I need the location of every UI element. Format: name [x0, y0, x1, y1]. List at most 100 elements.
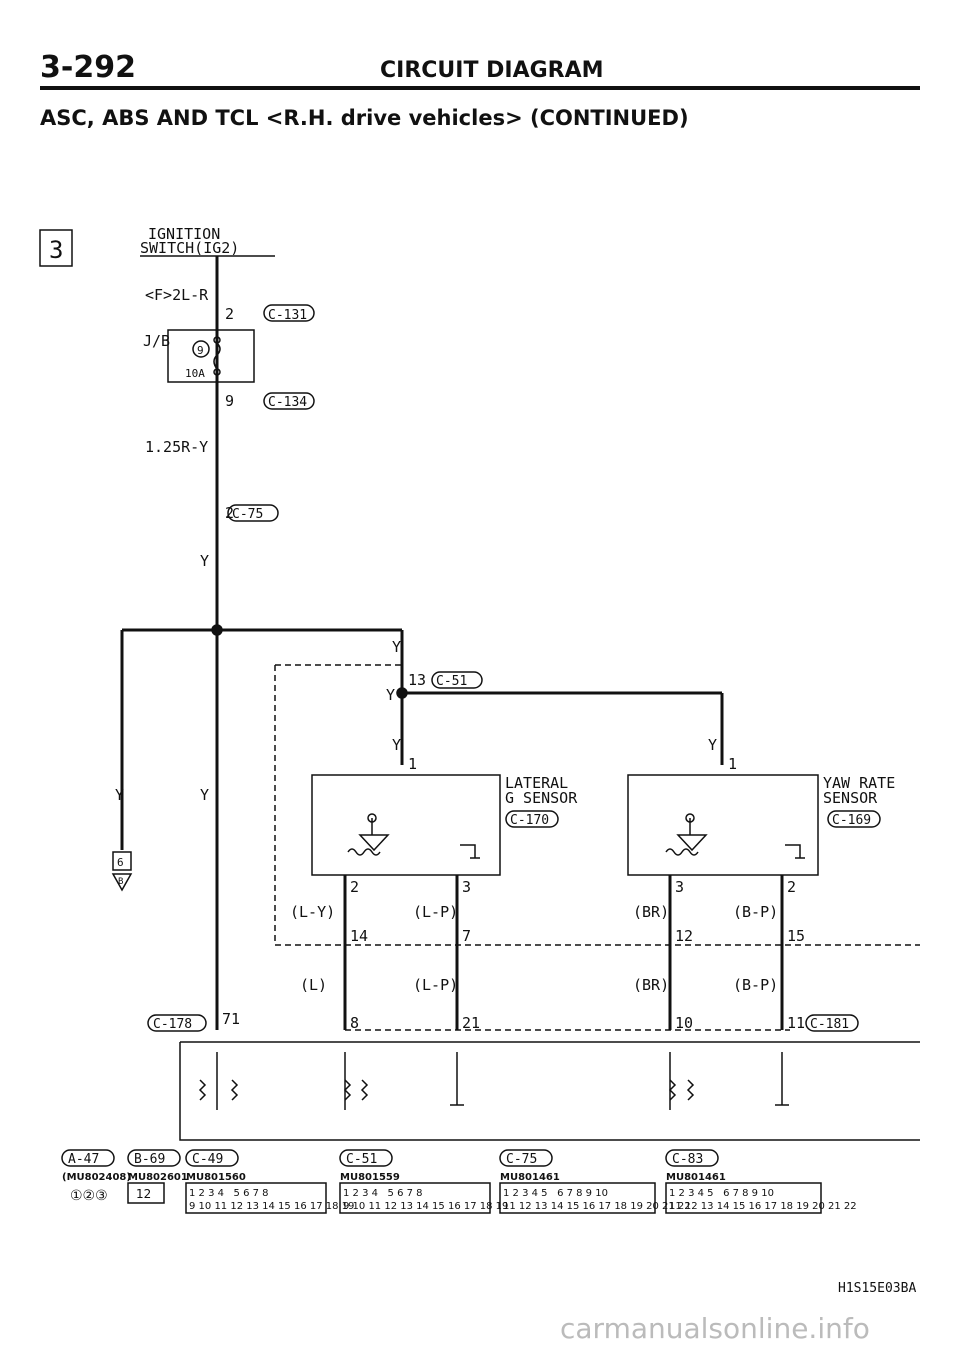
- pin-10: 10: [675, 1014, 693, 1032]
- lateral-g-sensor-box: [311, 774, 501, 876]
- connector-b69: B-69: [134, 1152, 165, 1167]
- wire-lp-upper: (L-P): [413, 903, 458, 921]
- lateral-label-2: G SENSOR: [505, 789, 578, 807]
- c49-row2: 9 10 11 12 13 14 15 16 17 18 19: [189, 1201, 354, 1212]
- fuse-circle: [192, 340, 210, 358]
- section-box-label: 3: [49, 236, 63, 264]
- pin-12: 12: [675, 927, 693, 945]
- connector-c170: C-170: [510, 813, 549, 828]
- figure-code: H1S15E03BA: [838, 1281, 917, 1296]
- side-connector-6: [112, 851, 132, 871]
- pin-71: 71: [222, 1010, 240, 1028]
- wire-y-lateral: Y: [392, 736, 401, 754]
- wire-y-main: Y: [200, 552, 209, 570]
- c51-row2: 9 10 11 12 13 14 15 16 17 18 19: [343, 1201, 508, 1212]
- connector-c181: C-181: [810, 1017, 849, 1032]
- diagram-subtitle: ASC, ABS AND TCL <R.H. drive vehicles> (…: [40, 106, 689, 130]
- c51-pin-grid: [339, 1182, 491, 1214]
- wire-y-upper: Y: [392, 638, 401, 656]
- pin-21: 21: [462, 1014, 480, 1032]
- connector-c169: C-169: [832, 813, 871, 828]
- jb-label: J/B: [143, 332, 170, 350]
- page-number: 3-292: [40, 50, 136, 85]
- part-number-c83: MU801461: [666, 1172, 726, 1183]
- pin-11: 11: [787, 1014, 805, 1032]
- part-number-c49: MU801560: [186, 1172, 246, 1183]
- ecu-box: [179, 1042, 920, 1141]
- pin-3-lateral: 3: [462, 878, 471, 896]
- wire-lp-lower: (L-P): [413, 976, 458, 994]
- c83-pin-grid: [665, 1182, 822, 1214]
- c49-pin-grid: [185, 1182, 327, 1214]
- wire-125ry: 1.25R-Y: [145, 438, 208, 456]
- connector-c75-top: C-75: [232, 507, 263, 522]
- pin-2-yaw: 2: [787, 878, 796, 896]
- wire-y-yaw: Y: [708, 736, 717, 754]
- pin-2-c131: 2: [225, 305, 234, 323]
- part-number-c51: MU801559: [340, 1172, 400, 1183]
- lateral-label-1: LATERAL: [505, 774, 568, 792]
- pin-3-yaw: 3: [675, 878, 684, 896]
- a47-pins: ①②③: [70, 1188, 108, 1204]
- side-connector-6-label: 6: [117, 856, 124, 869]
- fuse-number: 9: [197, 344, 204, 357]
- pin-15: 15: [787, 927, 805, 945]
- wire-bp-upper: (B-P): [733, 903, 778, 921]
- connector-c134: C-134: [268, 395, 307, 410]
- c49-row1: 1 2 3 4 5 6 7 8: [189, 1188, 269, 1199]
- yaw-rate-sensor-box: [627, 774, 819, 876]
- connector-c131: C-131: [268, 308, 307, 323]
- wire-y-center: Y: [200, 786, 209, 804]
- c75-row2: 11 12 13 14 15 16 17 18 19 20 21 22: [503, 1201, 691, 1212]
- section-box: [39, 229, 73, 267]
- pin-1-lateral: 1: [408, 755, 417, 773]
- wire-l: (L): [300, 976, 327, 994]
- c51-row1: 1 2 3 4 5 6 7 8: [343, 1188, 423, 1199]
- ecu-internal-circuits: [198, 1052, 789, 1110]
- part-number-b69: MU802601: [128, 1172, 188, 1183]
- header-rule: [40, 86, 920, 90]
- wire-f2lr: <F>2L-R: [145, 286, 209, 304]
- part-number-c75: MU801461: [500, 1172, 560, 1183]
- c75-row1: 1 2 3 4 5 6 7 8 9 10: [503, 1188, 608, 1199]
- connector-ovals: [61, 304, 881, 1167]
- b69-pin-grid: [127, 1182, 165, 1204]
- connector-c49: C-49: [192, 1152, 223, 1167]
- pin-2-c75: 2: [225, 504, 234, 522]
- side-connector-b-label: B: [118, 877, 123, 887]
- c83-row1: 1 2 3 4 5 6 7 8 9 10: [669, 1188, 774, 1199]
- connector-c51: C-51: [346, 1152, 377, 1167]
- connector-c51-top: C-51: [436, 674, 467, 689]
- junction-block: [167, 329, 255, 383]
- wire-ly: (L-Y): [290, 903, 335, 921]
- pin-7: 7: [462, 927, 471, 945]
- yaw-label-1: YAW RATE: [823, 774, 895, 792]
- pin-14: 14: [350, 927, 368, 945]
- lateral-sensor-element: [347, 813, 480, 859]
- yaw-label-2: SENSOR: [823, 789, 878, 807]
- connector-c83: C-83: [672, 1152, 703, 1167]
- wire-y-left: Y: [115, 786, 124, 804]
- connector-a47: A-47: [68, 1152, 99, 1167]
- pin-1-yaw: 1: [728, 755, 737, 773]
- fuse-rating: 10A: [185, 367, 205, 380]
- page-title: CIRCUIT DIAGRAM: [380, 58, 604, 83]
- wire-y-mid: Y: [386, 686, 395, 704]
- side-connector-b: [111, 873, 133, 892]
- watermark: carmanualsonline.info: [560, 1312, 870, 1345]
- shield-dashed-line: [274, 665, 920, 946]
- wire-bp-lower: (B-P): [733, 976, 778, 994]
- c83-row2: 11 12 13 14 15 16 17 18 19 20 21 22: [669, 1201, 857, 1212]
- connector-c178: C-178: [153, 1017, 192, 1032]
- yaw-sensor-element: [665, 813, 805, 859]
- pin-13: 13: [408, 671, 426, 689]
- wire-br-lower: (BR): [633, 976, 669, 994]
- ignition-label-1: IGNITION: [148, 225, 220, 243]
- fuse-icon: [213, 342, 221, 370]
- part-number-a47: (MU802408): [62, 1172, 131, 1183]
- ignition-label-2: SWITCH(IG2): [140, 239, 239, 257]
- connector-c75: C-75: [506, 1152, 537, 1167]
- pin-8: 8: [350, 1014, 359, 1032]
- wire-br-upper: (BR): [633, 903, 669, 921]
